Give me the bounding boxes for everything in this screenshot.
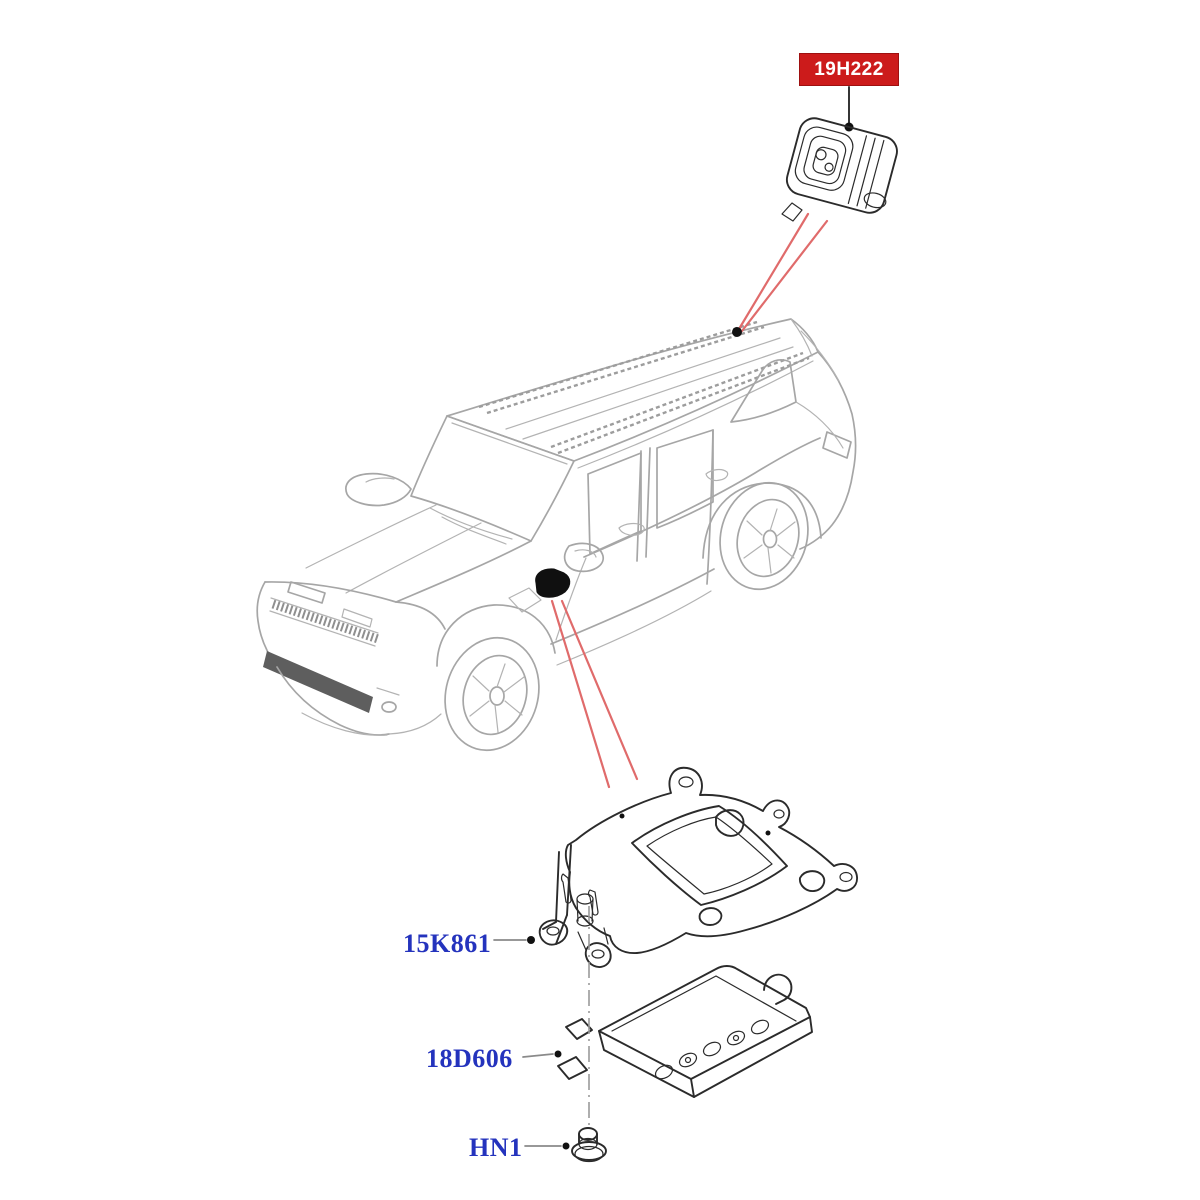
vehicle-illustration [256, 318, 857, 752]
leader-line-nut [524, 1142, 570, 1150]
door-location-marker [535, 568, 571, 598]
nut-part-illustration [571, 1127, 607, 1163]
part-label-18D606[interactable]: 18D606 [426, 1044, 513, 1073]
camera-part-illustration [781, 86, 898, 222]
bracket-location-pointer [508, 568, 639, 789]
part-label-HN1[interactable]: HN1 [469, 1133, 523, 1162]
bracket-part-illustration [538, 766, 858, 968]
leader-line-bracket [493, 936, 535, 944]
roof-location-marker [732, 327, 742, 337]
camera-location-pointer [732, 212, 829, 337]
leader-line-module [522, 1050, 562, 1058]
part-label-19H222[interactable]: 19H222 [799, 53, 899, 86]
part-label-15K861[interactable]: 15K861 [403, 929, 492, 958]
module-part-illustration [557, 965, 813, 1098]
